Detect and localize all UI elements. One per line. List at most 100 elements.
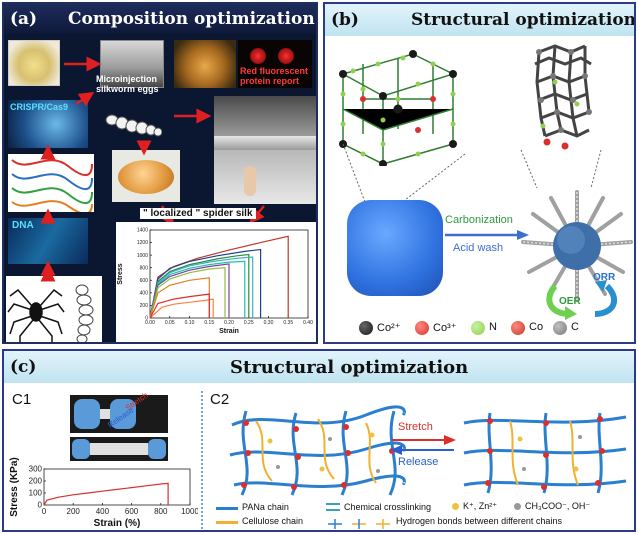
series-line-8	[149, 277, 210, 319]
panel-b-header	[325, 4, 634, 36]
hydrogel-stretch-photo-1	[70, 395, 168, 433]
series-line-1	[43, 482, 169, 506]
y-tick-label: 200	[140, 303, 149, 309]
legend-cellulose-label: Cellulose chain	[242, 516, 304, 526]
stretch-release-arrows	[390, 435, 456, 455]
silkworm-eggs-photo	[174, 40, 236, 88]
legend-swatch-co3	[415, 321, 429, 335]
x-tick-label: 0.20	[224, 320, 234, 326]
series-line-3	[149, 253, 250, 319]
panel-a-tag: (a)	[10, 9, 38, 29]
legend-label-co: Co	[529, 321, 544, 333]
microinjection-photo	[100, 40, 164, 88]
red-fluorescent-label: Red fluorescent protein report	[240, 66, 309, 86]
hydrogel-stretch-photo-2	[70, 437, 168, 461]
x-tick-label: 0.40	[303, 320, 313, 326]
plot-frame	[43, 468, 191, 506]
silk-fiber-photo	[8, 40, 60, 86]
y-tick-label: 600	[140, 278, 149, 284]
y-axis-label: Stress	[117, 263, 124, 285]
c2-stretch-label: Stretch	[398, 421, 433, 433]
network-legend: PANa chain Cellulose chain Chemical cros…	[214, 501, 634, 530]
dna-strands-illustration	[8, 154, 94, 212]
legend-panna-label: PANa chain	[242, 502, 289, 512]
c1-c2-divider	[201, 391, 203, 529]
legend-label-c: C	[571, 321, 579, 333]
x-tick-label: 0.00	[145, 320, 155, 326]
x-tick-label: 600	[125, 507, 139, 516]
y-tick-label: 200	[29, 477, 43, 486]
carbonization-arrow	[445, 230, 529, 240]
element-legend: Co²⁺ Co³⁺ N Co C	[359, 320, 619, 338]
panel-a-header	[4, 4, 316, 34]
panel-a-title: Composition optimization	[68, 9, 315, 29]
panel-c-header	[4, 351, 634, 383]
c2-label: C2	[210, 391, 230, 408]
legend-crosslink-swatch	[326, 503, 340, 511]
network-stretched-illustration	[463, 412, 627, 494]
nanotube-decorated-particle	[521, 190, 633, 302]
legend-cation-label: K⁺, Zn²⁺	[463, 501, 498, 511]
zif-polyhedron-particle	[347, 200, 443, 296]
dna-label: DNA	[12, 220, 34, 231]
silk-reeling-photo	[214, 96, 316, 204]
acid-wash-label: Acid wash	[453, 242, 504, 254]
panel-c-structural: (c) Structural optimization C1 Stretch R…	[2, 349, 636, 532]
series-line-5	[149, 260, 246, 319]
x-tick-label: 0.15	[204, 320, 214, 326]
series-line-4	[149, 256, 254, 319]
panel-a-composition: (a) Composition optimization Microinject…	[2, 2, 318, 344]
silkworm-larva-drawing	[105, 114, 162, 137]
legend-swatch-co	[511, 321, 525, 335]
x-tick-label: 400	[96, 507, 110, 516]
legend-swatch-n	[471, 321, 485, 335]
red-fluorescence-photo	[238, 40, 312, 88]
y-tick-label: 100	[29, 489, 43, 498]
oer-label: OER	[559, 296, 581, 307]
x-tick-label: 0.35	[283, 320, 293, 326]
dna-helix-image	[8, 218, 88, 264]
carbonization-label: Carbonization	[445, 214, 513, 226]
y-axis-label: Stress (KPa)	[9, 457, 20, 516]
panel-b-structural: (b) Structural optimization	[323, 2, 636, 344]
y-tick-label: 800	[140, 265, 149, 271]
legend-crosslink-label: Chemical crosslinking	[344, 502, 432, 512]
x-tick-label: 200	[67, 507, 81, 516]
orr-label: ORR	[593, 272, 616, 283]
c1-label: C1	[12, 391, 32, 408]
panel-b-title: Structural optimization	[411, 10, 636, 30]
x-tick-label: 0	[42, 507, 47, 516]
x-tick-label: 0.10	[185, 320, 195, 326]
y-tick-label: 0	[145, 316, 148, 322]
localized-silk-label: " localized " spider silk	[140, 208, 256, 219]
legend-label-co3: Co³⁺	[433, 322, 457, 334]
legend-hbond-swatch	[326, 516, 392, 529]
oer-orr-arrows	[546, 280, 618, 320]
y-tick-label: 1200	[137, 240, 148, 246]
x-axis-label: Strain (%)	[94, 518, 141, 529]
legend-swatch-co2	[359, 321, 373, 335]
legend-swatch-c	[553, 321, 567, 335]
x-tick-label: 800	[154, 507, 168, 516]
y-tick-label: 1400	[137, 228, 148, 234]
x-axis-label: Strain	[219, 328, 239, 335]
x-tick-label: 0.05	[165, 320, 175, 326]
legend-label-co2: Co²⁺	[377, 322, 401, 334]
legend-panna-swatch	[216, 507, 238, 510]
x-tick-label: 1000	[181, 507, 198, 516]
crispr-image	[8, 100, 88, 148]
legend-cation-swatch	[452, 503, 459, 510]
x-tick-label: 0.30	[264, 320, 274, 326]
legend-anion-swatch	[514, 503, 521, 510]
y-tick-label: 0	[38, 501, 43, 510]
series-line-10	[149, 293, 210, 319]
y-tick-label: 300	[29, 465, 43, 474]
silk-cocoon-photo	[112, 150, 180, 202]
mof-lattice-structure	[339, 50, 457, 166]
carbon-nanotube-structure	[534, 44, 592, 150]
legend-label-n: N	[489, 321, 497, 333]
panel-c-title: Structural optimization	[230, 357, 469, 378]
network-relaxed-illustration	[229, 405, 406, 496]
